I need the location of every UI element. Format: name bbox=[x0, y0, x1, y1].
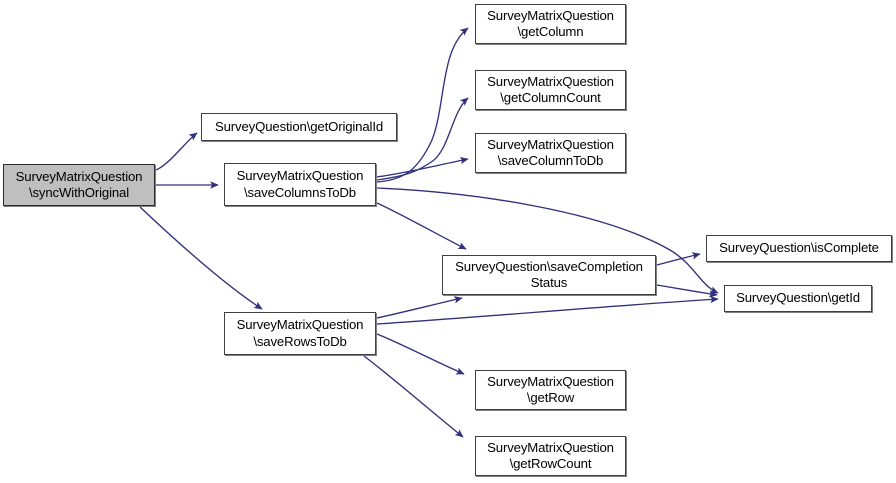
edge-saveRowsToDb-to-getRowCount bbox=[363, 355, 464, 438]
edge-syncWithOriginal-to-saveRowsToDb bbox=[139, 206, 263, 310]
node-label-getRow: SurveyMatrixQuestion \getRow bbox=[487, 373, 614, 406]
edge-saveRowsToDb-to-getId bbox=[376, 295, 719, 325]
node-label-getColumn: SurveyMatrixQuestion \getColumn bbox=[487, 7, 614, 40]
edge-saveColumnsToDb-to-saveColumnToDb bbox=[376, 156, 469, 178]
node-saveColumnsToDb[interactable]: SurveyMatrixQuestion \saveColumnsToDb bbox=[224, 163, 376, 206]
edge-saveColumnsToDb-to-getId bbox=[376, 187, 719, 294]
node-label-getColumnCount: SurveyMatrixQuestion \getColumnCount bbox=[487, 73, 614, 106]
edge-saveCompletionStatus-to-getId bbox=[656, 284, 718, 298]
node-label-saveCompletionStatus: SurveyQuestion\saveCompletion Status bbox=[455, 258, 643, 291]
node-getColumnCount[interactable]: SurveyMatrixQuestion \getColumnCount bbox=[475, 70, 626, 110]
node-label-isComplete: SurveyQuestion\isComplete bbox=[719, 240, 879, 256]
node-getOriginalId[interactable]: SurveyQuestion\getOriginalId bbox=[201, 113, 397, 141]
node-getRowCount[interactable]: SurveyMatrixQuestion \getRowCount bbox=[475, 436, 626, 476]
node-isComplete[interactable]: SurveyQuestion\isComplete bbox=[706, 235, 892, 262]
node-getRow[interactable]: SurveyMatrixQuestion \getRow bbox=[475, 370, 626, 410]
node-label-syncWithOriginal: SurveyMatrixQuestion \syncWithOriginal bbox=[15, 168, 143, 201]
edge-saveColumnsToDb-to-saveCompletionStatus bbox=[376, 202, 467, 250]
edge-saveCompletionStatus-to-isComplete bbox=[656, 252, 701, 266]
node-saveColumnToDb[interactable]: SurveyMatrixQuestion \saveColumnToDb bbox=[475, 133, 626, 173]
node-label-getOriginalId: SurveyQuestion\getOriginalId bbox=[214, 118, 384, 134]
node-label-saveColumnsToDb: SurveyMatrixQuestion \saveColumnsToDb bbox=[236, 168, 364, 200]
node-syncWithOriginal[interactable]: SurveyMatrixQuestion \syncWithOriginal bbox=[3, 164, 155, 206]
edge-saveRowsToDb-to-getRow bbox=[376, 333, 465, 375]
node-getId[interactable]: SurveyQuestion\getId bbox=[724, 285, 872, 312]
node-label-getId: SurveyQuestion\getId bbox=[736, 290, 860, 306]
node-saveRowsToDb[interactable]: SurveyMatrixQuestion \saveRowsToDb bbox=[224, 312, 376, 355]
edge-saveColumnsToDb-to-getColumn bbox=[376, 27, 469, 183]
edge-saveColumnsToDb-to-getColumnCount bbox=[376, 97, 469, 181]
node-getColumn[interactable]: SurveyMatrixQuestion \getColumn bbox=[475, 4, 626, 44]
edge-syncWithOriginal-to-getOriginalId bbox=[155, 132, 198, 171]
node-saveCompletionStatus[interactable]: SurveyQuestion\saveCompletion Status bbox=[442, 255, 656, 295]
node-label-saveColumnToDb: SurveyMatrixQuestion \saveColumnToDb bbox=[487, 136, 614, 169]
node-label-saveRowsToDb: SurveyMatrixQuestion \saveRowsToDb bbox=[236, 317, 364, 349]
edge-saveRowsToDb-to-saveCompletionStatus bbox=[376, 296, 463, 319]
node-label-getRowCount: SurveyMatrixQuestion \getRowCount bbox=[487, 439, 614, 472]
